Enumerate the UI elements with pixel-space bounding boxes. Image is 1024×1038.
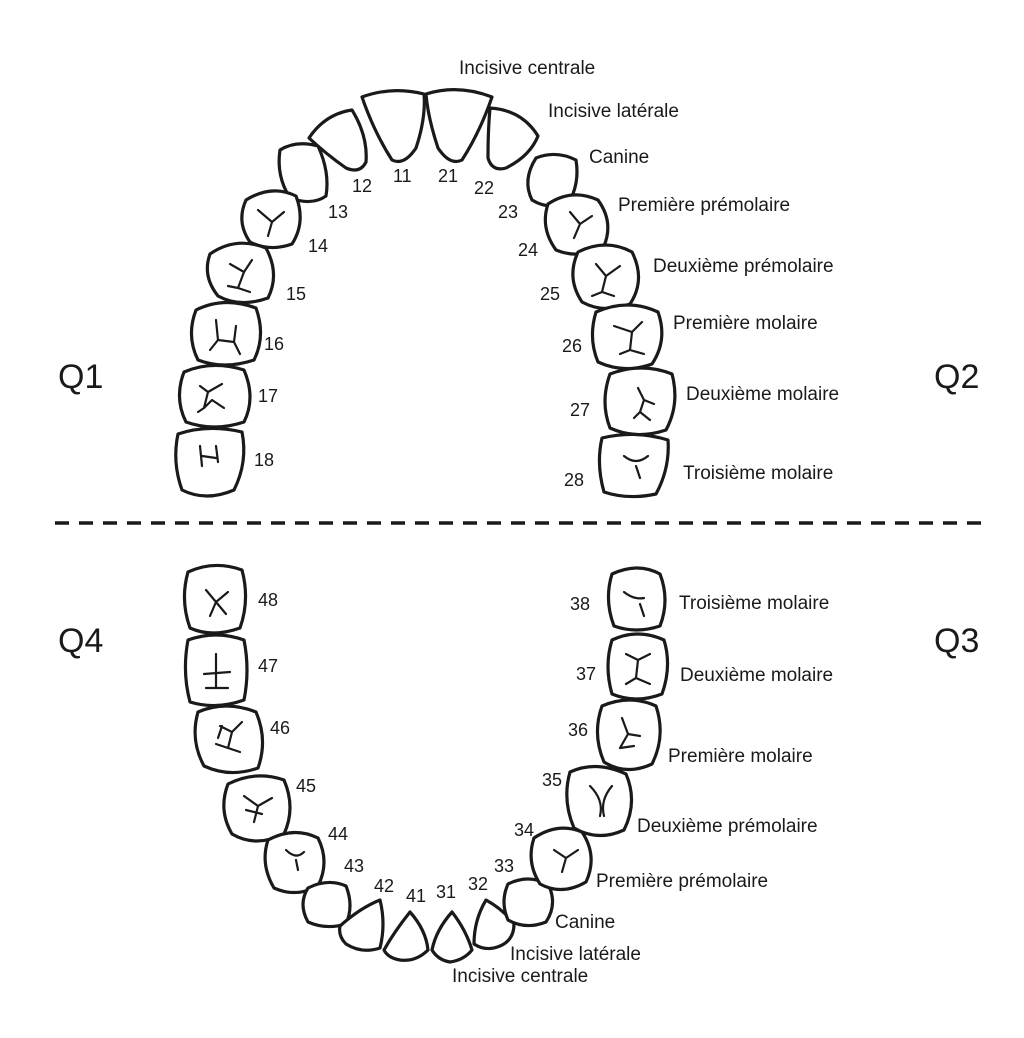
tooth-number: 34 [514,820,534,840]
tooth-46 [193,704,265,775]
tooth-number: 16 [264,334,284,354]
tooth-number: 35 [542,770,562,790]
tooth-number: 31 [436,882,456,902]
tooth-45 [222,774,292,843]
tooth-42 [338,898,385,952]
tooth-name-label: Incisive centrale [459,58,595,79]
tooth-15 [205,241,276,305]
tooth-number: 12 [352,176,372,196]
tooth-number: 42 [374,876,394,896]
tooth-35 [565,764,634,838]
tooth-name-label: Deuxième molaire [680,665,833,686]
tooth-16 [189,300,263,367]
tooth-number: 46 [270,718,290,738]
tooth-26 [590,303,664,371]
tooth-number: 27 [570,400,590,420]
tooth-number: 32 [468,874,488,894]
tooth-number: 36 [568,720,588,740]
tooth-number: 41 [406,886,426,906]
tooth-number: 43 [344,856,364,876]
tooth-number: 23 [498,202,518,222]
tooth-name-label: Troisième molaire [679,593,829,614]
tooth-name-label: Première prémolaire [618,195,790,216]
tooth-number: 45 [296,776,316,796]
tooth-28 [597,432,670,499]
tooth-21 [424,88,494,164]
tooth-22 [486,106,540,171]
tooth-number: 38 [570,594,590,614]
tooth-13 [277,142,329,204]
tooth-number: 48 [258,590,278,610]
tooth-48 [182,563,248,635]
tooth-name-label: Incisive centrale [452,966,588,987]
tooth-number: 11 [393,166,412,186]
lower-arch: 31 32 33 34 35 36 37 38 41 42 43 44 45 4… [182,563,833,987]
tooth-name-label: Première molaire [668,746,813,767]
tooth-name-label: Troisième molaire [683,463,833,484]
tooth-number: 14 [308,236,328,256]
tooth-37 [606,632,670,701]
tooth-number: 37 [576,664,596,684]
quadrant-label-q2: Q2 [934,358,979,396]
quadrant-label-q3: Q3 [934,622,979,660]
tooth-number: 25 [540,284,560,304]
tooth-17 [177,363,252,429]
tooth-41 [382,910,430,962]
tooth-name-label: Deuxième molaire [686,384,839,405]
tooth-number: 15 [286,284,306,304]
tooth-36 [595,698,662,772]
tooth-number: 28 [564,470,584,490]
tooth-14 [240,189,302,250]
tooth-name-label: Première molaire [673,313,818,334]
tooth-name-label: Deuxième prémolaire [637,816,818,837]
tooth-number: 21 [438,166,458,186]
tooth-number: 22 [474,178,494,198]
tooth-25 [571,243,641,311]
quadrant-label-q1: Q1 [58,358,103,396]
tooth-name-label: Canine [589,147,649,168]
tooth-number: 47 [258,656,278,676]
tooth-12 [307,108,368,172]
tooth-31 [430,910,474,964]
upper-arch: 11 12 13 14 15 16 17 18 21 22 23 24 25 2… [174,58,839,499]
tooth-number: 17 [258,386,278,406]
tooth-number: 24 [518,240,538,260]
tooth-number: 44 [328,824,348,844]
tooth-27 [603,366,677,437]
tooth-number: 13 [328,202,348,222]
tooth-38 [606,566,667,632]
tooth-number: 18 [254,450,274,470]
tooth-47 [183,633,249,708]
tooth-43 [301,880,352,929]
quadrant-label-q4: Q4 [58,622,103,660]
tooth-name-label: Canine [555,912,615,933]
tooth-11 [360,89,426,164]
tooth-name-label: Deuxième prémolaire [653,256,834,277]
tooth-name-label: Incisive latérale [548,101,679,122]
tooth-name-label: Première prémolaire [596,871,768,892]
tooth-number: 26 [562,336,582,356]
tooth-number: 33 [494,856,514,876]
tooth-18 [174,426,246,498]
tooth-34 [529,826,593,892]
tooth-name-label: Incisive latérale [510,944,641,965]
